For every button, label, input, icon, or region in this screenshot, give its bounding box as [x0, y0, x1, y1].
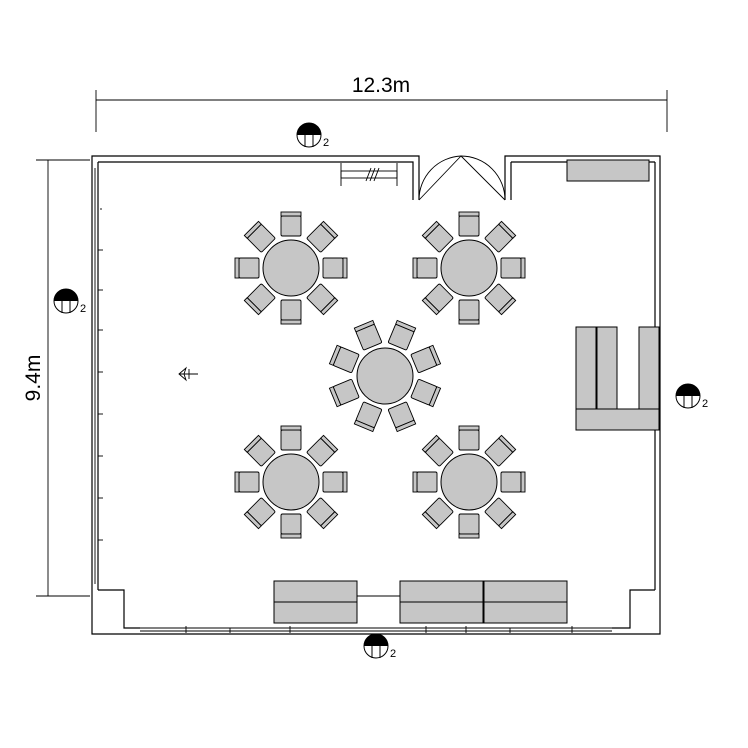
- section-marker-left-label: 2: [80, 303, 86, 315]
- chair: [306, 497, 339, 530]
- table-top: [356, 347, 414, 405]
- chair: [280, 425, 302, 451]
- chair: [353, 401, 382, 433]
- chair: [421, 497, 454, 530]
- chair: [234, 257, 260, 279]
- chair: [421, 434, 454, 467]
- chair: [353, 319, 382, 351]
- chair: [388, 401, 417, 433]
- section-marker-top: 2: [296, 122, 329, 149]
- bottom-window: [140, 626, 612, 633]
- chair: [410, 379, 442, 408]
- round-table: [412, 211, 526, 325]
- door-swing-icon[interactable]: [418, 155, 506, 201]
- round-tables: [234, 211, 526, 539]
- section-marker-bottom: 2: [363, 633, 396, 660]
- chair: [243, 497, 276, 530]
- chair: [421, 220, 454, 253]
- chair: [484, 434, 517, 467]
- chair: [280, 299, 302, 325]
- chair: [243, 434, 276, 467]
- chair: [412, 257, 438, 279]
- chair: [322, 257, 348, 279]
- round-table: [328, 319, 442, 433]
- table-top: [262, 453, 320, 511]
- left-window: [94, 168, 103, 584]
- bottom-counters: [273, 580, 568, 624]
- chair: [306, 283, 339, 316]
- section-marker-top-label: 2: [323, 137, 329, 149]
- chair: [243, 220, 276, 253]
- round-table: [234, 425, 348, 539]
- chair: [306, 434, 339, 467]
- chair: [500, 471, 526, 493]
- chair: [500, 257, 526, 279]
- top-right-cabinet: [566, 159, 650, 182]
- table-top: [262, 239, 320, 297]
- section-marker-bottom-label: 2: [390, 648, 396, 660]
- width-label: 12.3m: [352, 74, 410, 97]
- coat-rack: [340, 163, 398, 186]
- chair: [328, 379, 360, 408]
- chair: [458, 425, 480, 451]
- chair: [328, 344, 360, 373]
- section-marker-left: 2: [53, 288, 86, 315]
- chair: [243, 283, 276, 316]
- compass-arrow-icon: [178, 366, 198, 382]
- chair: [484, 283, 517, 316]
- chair: [234, 471, 260, 493]
- chair: [458, 211, 480, 237]
- section-marker-right-label: 2: [702, 398, 708, 410]
- chair: [388, 319, 417, 351]
- height-label: 9.4m: [22, 355, 45, 402]
- chair: [458, 513, 480, 539]
- table-top: [440, 239, 498, 297]
- round-table: [412, 425, 526, 539]
- width-dimension: 12.3m: [95, 74, 668, 132]
- round-table: [234, 211, 348, 325]
- chair: [280, 513, 302, 539]
- chair: [412, 471, 438, 493]
- height-dimension: 9.4m: [22, 159, 90, 597]
- table-top: [440, 453, 498, 511]
- chair: [280, 211, 302, 237]
- chair: [306, 220, 339, 253]
- right-counter: [575, 326, 660, 431]
- chair: [484, 497, 517, 530]
- chair: [421, 283, 454, 316]
- chair: [484, 220, 517, 253]
- section-marker-right: 2: [675, 383, 708, 410]
- chair: [458, 299, 480, 325]
- chair: [410, 344, 442, 373]
- chair: [322, 471, 348, 493]
